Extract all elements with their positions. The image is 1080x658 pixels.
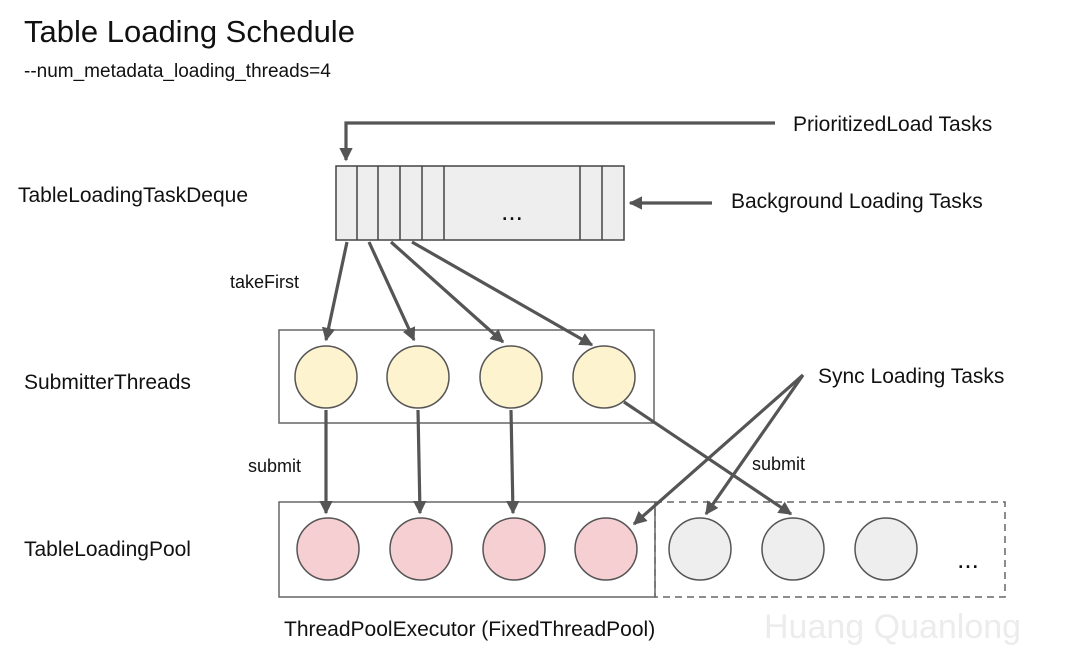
page-title: Table Loading Schedule xyxy=(24,14,355,49)
take-first-arrow-2 xyxy=(367,241,416,342)
pool-thread-4 xyxy=(574,517,638,581)
table-loading-pool-label: TableLoadingPool xyxy=(24,538,191,561)
prioritized-load-tasks-label: PrioritizedLoad Tasks xyxy=(793,113,992,136)
pool-threads: ... xyxy=(296,517,979,581)
submitter-threads xyxy=(294,345,636,409)
take-first-label: takeFirst xyxy=(230,272,299,292)
deque-box xyxy=(335,165,625,241)
pool-thread-3 xyxy=(482,517,546,581)
pool-thread-2 xyxy=(389,517,453,581)
take-first-arrow-1 xyxy=(321,241,349,342)
submitter-thread-3 xyxy=(479,345,543,409)
page-subtitle: --num_metadata_loading_threads=4 xyxy=(24,61,331,82)
pool-ellipsis: ... xyxy=(957,544,979,574)
task-deque: ... xyxy=(335,165,625,241)
submitter-thread-1 xyxy=(294,345,358,409)
thread-pool-box xyxy=(278,501,656,598)
take-first-arrow-4 xyxy=(411,240,594,347)
pool-thread-1 xyxy=(296,517,360,581)
submit-arrow-3 xyxy=(506,409,520,515)
sync-loading-arrow-1 xyxy=(632,373,805,526)
pool-thread-extra-3 xyxy=(854,517,918,581)
background-loading-tasks-label: Background Loading Tasks xyxy=(731,190,983,213)
sync-loading-arrow-2 xyxy=(704,374,805,516)
deque-label: TableLoadingTaskDeque xyxy=(18,184,248,207)
watermark: Huang Quanlong xyxy=(764,608,1021,646)
executor-label: ThreadPoolExecutor (FixedThreadPool) xyxy=(284,618,655,641)
submitter-thread-2 xyxy=(386,345,450,409)
submit-arrow-2 xyxy=(413,409,427,515)
pool-thread-extra-1 xyxy=(668,517,732,581)
submitter-thread-4 xyxy=(572,345,636,409)
submit-label-right: submit xyxy=(752,454,805,474)
take-first-arrow-3 xyxy=(389,240,505,344)
pool-thread-extra-2 xyxy=(761,517,825,581)
prioritized-load-arrow xyxy=(339,121,775,162)
deque-ellipsis: ... xyxy=(501,196,523,226)
sync-loading-tasks-label: Sync Loading Tasks xyxy=(818,365,1004,388)
submitter-threads-label: SubmitterThreads xyxy=(24,371,191,394)
submit-label-left: submit xyxy=(248,456,301,476)
